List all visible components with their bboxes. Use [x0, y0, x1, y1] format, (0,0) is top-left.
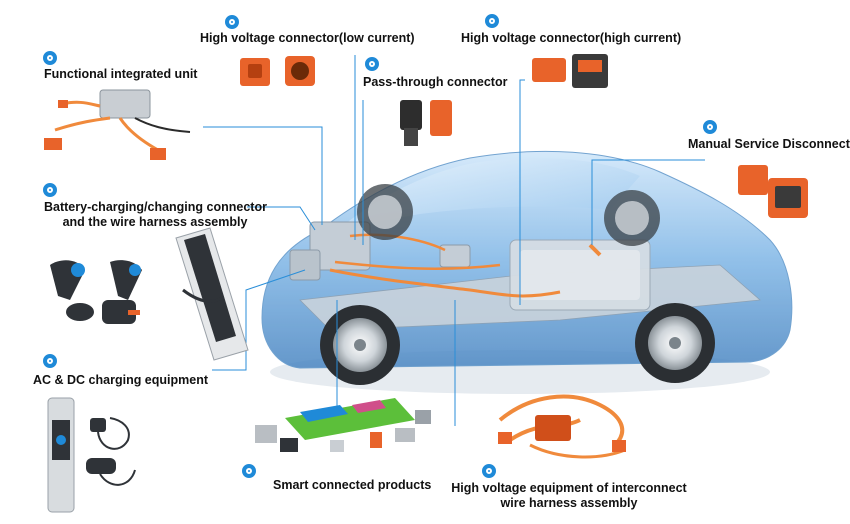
- hv-high-connector-image: [532, 54, 608, 88]
- hv-interconnect-label: High voltage equipment of interconnect w…: [445, 481, 693, 511]
- manual-service-disconnect-image: [738, 165, 808, 218]
- hv-high-connector-label: High voltage connector(high current): [461, 31, 682, 45]
- functional-unit-image: [44, 89, 191, 160]
- leader-lines: [203, 55, 705, 426]
- pass-through-label: Pass-through connector: [363, 75, 508, 89]
- hv-interconnect-label-line1: High voltage equipment of interconnect: [451, 481, 687, 495]
- functional-unit-marker: [43, 51, 57, 65]
- battery-connector-label: Battery-charging/changing connector and …: [44, 200, 267, 230]
- hv-interconnect-marker: [482, 464, 496, 478]
- ac-dc-label: AC & DC charging equipment: [33, 373, 209, 387]
- manual-service-label: Manual Service Disconnect: [688, 137, 850, 151]
- hv-interconnect-label-line2: wire harness assembly: [500, 496, 638, 510]
- hv-harness-image: [498, 394, 626, 459]
- battery-connector-label-line2: and the wire harness assembly: [62, 215, 248, 229]
- pass-through-marker: [365, 57, 379, 71]
- battery-connector-marker: [43, 183, 57, 197]
- ac-dc-marker: [43, 354, 57, 368]
- hv-low-connector-image: [240, 56, 315, 86]
- pass-through-connector-image: [400, 100, 452, 146]
- hv-low-marker: [225, 15, 239, 29]
- smart-products-image: [255, 398, 431, 452]
- charging-connector-image: [50, 260, 142, 324]
- manual-service-marker: [703, 120, 717, 134]
- smart-products-marker: [242, 464, 256, 478]
- hv-low-connector-label: High voltage connector(low current): [200, 31, 415, 45]
- battery-connector-label-line1: Battery-charging/changing connector: [44, 200, 267, 214]
- car-illustration: [261, 150, 793, 394]
- wallbox-image: [175, 227, 249, 361]
- smart-products-label: Smart connected products: [273, 478, 432, 492]
- functional-unit-label: Functional integrated unit: [44, 67, 198, 81]
- hv-high-marker: [485, 14, 499, 28]
- ac-dc-equipment-image: [47, 397, 136, 513]
